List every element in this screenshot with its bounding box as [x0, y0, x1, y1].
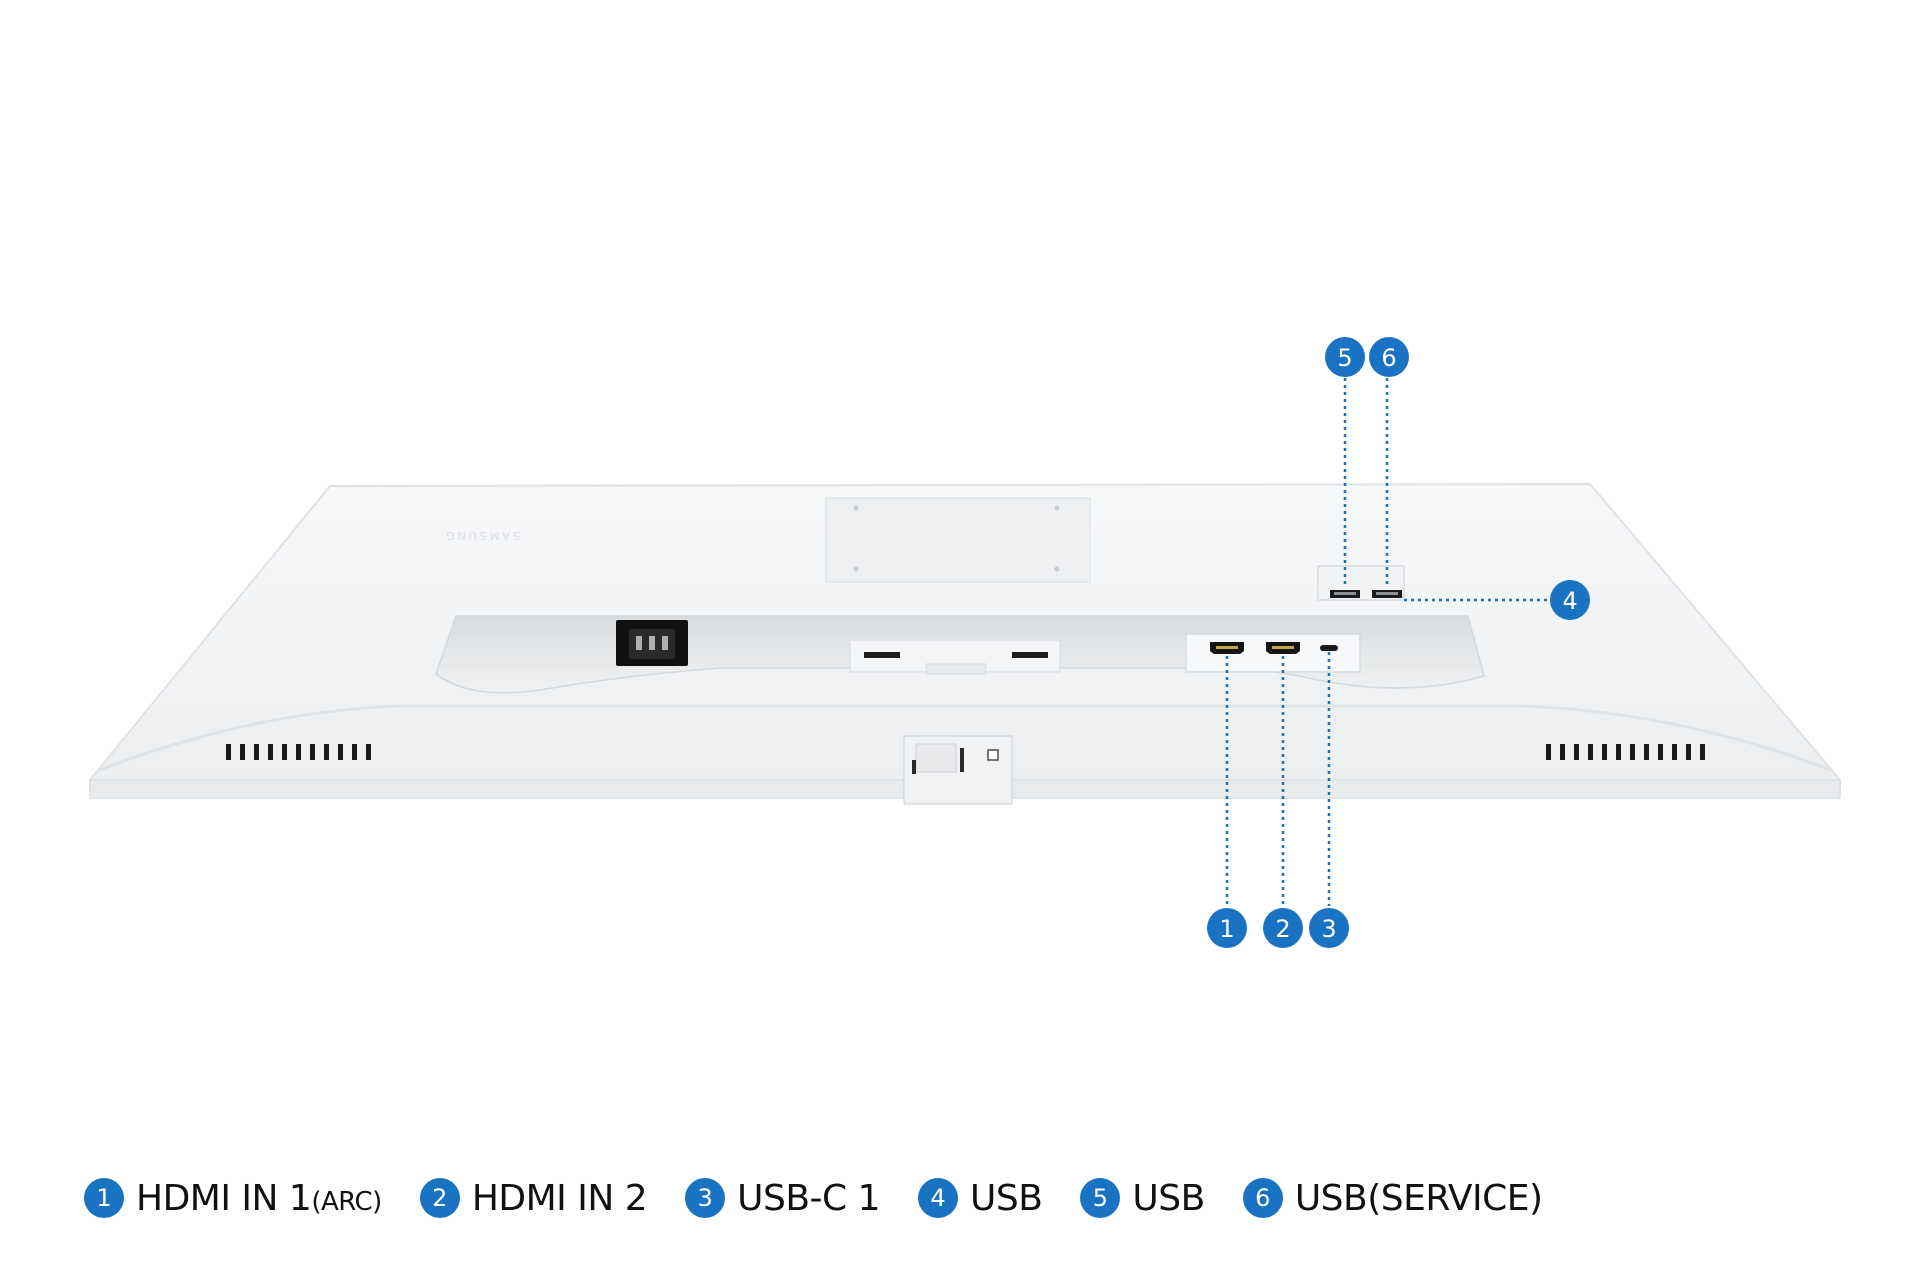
legend-item-usb-c: 3 USB-C 1 [685, 1178, 880, 1219]
legend-item-usb-service: 6 USB(SERVICE) [1242, 1177, 1543, 1219]
speaker-grille-right [1546, 744, 1705, 760]
callout-badge-5: 5 [1325, 337, 1365, 377]
callout-number-4: 4 [1562, 587, 1577, 615]
power-connector [616, 620, 688, 666]
callout-badge-4: 4 [1550, 580, 1590, 620]
legend-item-usb-5: 5 USB [1080, 1177, 1205, 1219]
legend-number-badge: 6 [1242, 1178, 1283, 1218]
vesa-mount-plate [825, 497, 1091, 583]
callout-badge-6: 6 [1369, 337, 1409, 377]
usb-port-top [1330, 590, 1360, 598]
legend-number-badge: 5 [1080, 1178, 1121, 1218]
callout-badge-3: 3 [1309, 908, 1349, 948]
callout-number-6: 6 [1381, 344, 1396, 372]
usb-c-port [1320, 645, 1338, 651]
usb-service-port [1372, 590, 1402, 598]
legend-item-hdmi-1: 1 HDMI IN 1(ARC) [84, 1178, 382, 1219]
legend-label: HDMI IN 1(ARC) [136, 1178, 382, 1219]
legend-label: USB [1132, 1177, 1205, 1219]
callout-number-2: 2 [1275, 915, 1290, 943]
legend-number-badge: 2 [419, 1178, 460, 1218]
legend-label: HDMI IN 2 [471, 1177, 648, 1219]
callout-number-3: 3 [1321, 915, 1336, 943]
callout-number-1: 1 [1219, 915, 1234, 943]
legend-label: USB [970, 1177, 1043, 1219]
port-panel [1185, 633, 1361, 673]
stand-mount [849, 639, 1061, 675]
side-usb-ports [1317, 565, 1405, 601]
stand-neck [903, 735, 1013, 805]
callout-lines [1225, 378, 1552, 906]
speaker-grille-left [226, 744, 371, 760]
port-legend: 1 HDMI IN 1(ARC) 2 HDMI IN 2 3 USB-C 1 4… [84, 1176, 1581, 1220]
vesa-screw-holes [853, 505, 1060, 572]
legend-item-usb-4: 4 USB [918, 1177, 1043, 1219]
legend-label-suffix: (ARC) [311, 1186, 382, 1217]
callout-badge-2: 2 [1263, 908, 1303, 948]
legend-number-badge: 3 [685, 1178, 726, 1218]
legend-number-badge: 1 [84, 1178, 124, 1218]
brand-logo: SAMSUNG [443, 529, 520, 542]
hdmi-port-2 [1266, 642, 1300, 654]
legend-label-text: HDMI IN 1 [136, 1177, 312, 1219]
hdmi-port-1 [1210, 642, 1244, 654]
legend-item-hdmi-2: 2 HDMI IN 2 [419, 1177, 648, 1219]
legend-number-badge: 4 [918, 1178, 958, 1218]
legend-label: USB-C 1 [737, 1177, 880, 1219]
legend-label: USB(SERVICE) [1294, 1177, 1543, 1219]
callout-number-5: 5 [1337, 344, 1352, 372]
callout-badge-1: 1 [1207, 908, 1247, 948]
